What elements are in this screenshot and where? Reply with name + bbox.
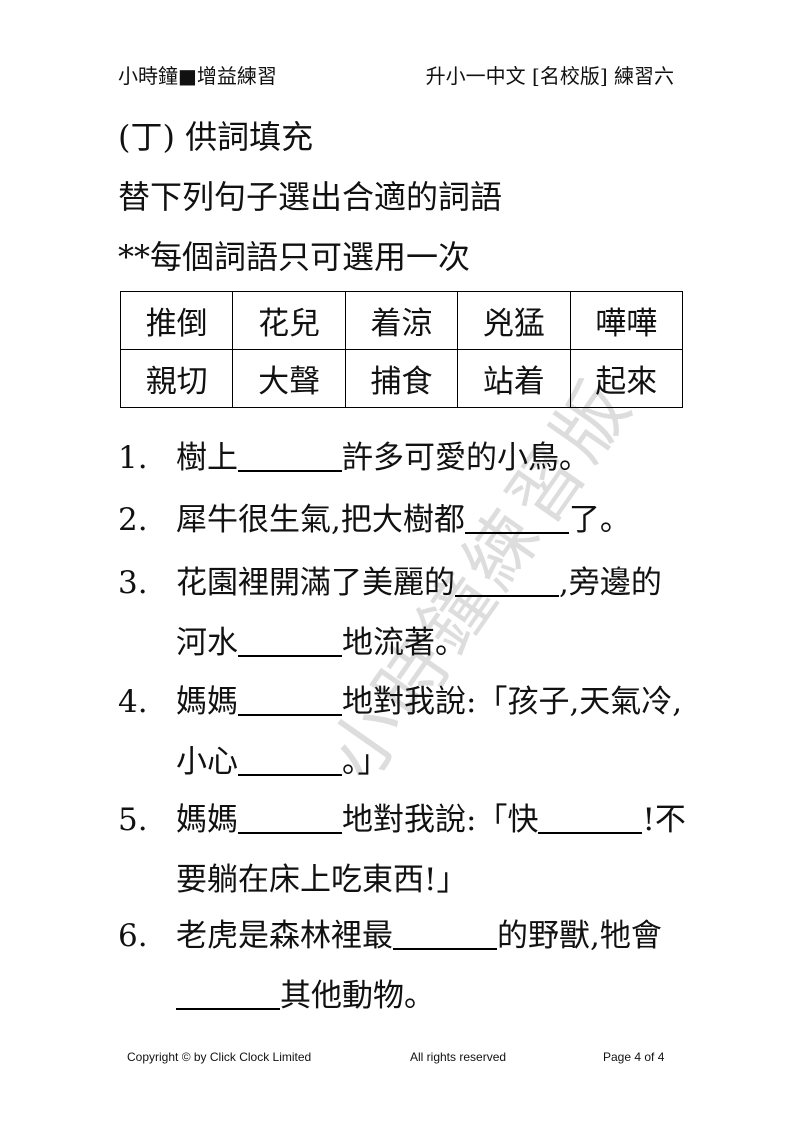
- question-text: 的野獸,牠會: [497, 918, 662, 954]
- question-text: 媽媽: [176, 802, 238, 838]
- question-text: 媽媽: [176, 684, 238, 720]
- question-text: 地對我說:「孩子,天氣冷,小心: [176, 684, 683, 780]
- word-bank-cell: 站着: [457, 349, 571, 408]
- question-text: 老虎是森林裡最: [176, 918, 393, 954]
- question-number: 6.: [118, 918, 148, 954]
- question-number: 4.: [118, 684, 148, 720]
- word-bank-table: 推倒 花兒 着涼 兇猛 嘩嘩 親切 大聲 捕食 站着 起來: [119, 291, 684, 408]
- word-bank-cell: 親切: [119, 349, 234, 408]
- question-6: 6. 老虎是森林裡最 的野獸,牠會其他動物。: [118, 906, 688, 1026]
- question-1: 1. 樹上 許多可愛的小鳥。: [118, 428, 688, 488]
- question-text: 犀牛很生氣,把大樹都: [176, 502, 465, 538]
- question-text: 地流著。: [342, 625, 466, 661]
- question-4: 4. 媽媽地對我說:「孩子,天氣冷,小心。」: [118, 672, 688, 792]
- question-text: 花園裡開滿了美麗的: [176, 565, 455, 601]
- footer-page-number: Page 4 of 4: [603, 1050, 665, 1064]
- answer-blank[interactable]: [455, 561, 559, 597]
- question-text: 許多可愛的小鳥。: [342, 440, 590, 476]
- answer-blank[interactable]: [176, 974, 280, 1010]
- question-2: 2. 犀牛很生氣,把大樹都 了。: [118, 490, 688, 550]
- word-bank-cell: 花兒: [232, 291, 346, 350]
- word-bank-cell: 嘩嘩: [569, 291, 684, 350]
- question-number: 1.: [118, 440, 148, 476]
- question-number: 3.: [118, 565, 148, 601]
- question-text: 地對我說:「快: [342, 802, 539, 838]
- footer-rights: All rights reserved: [410, 1050, 507, 1064]
- header-left: 小時鐘■增益練習: [118, 64, 277, 88]
- footer-copyright: Copyright © by Click Clock Limited: [127, 1050, 312, 1064]
- instruction-2: **每個詞語只可選用一次: [118, 238, 471, 276]
- question-text: 樹上: [176, 440, 238, 476]
- question-text: !不要躺在床上吃東西!」: [176, 802, 686, 898]
- word-bank-cell: 捕食: [344, 349, 459, 408]
- answer-blank[interactable]: [238, 798, 342, 834]
- question-5: 5. 媽媽 地對我說:「快!不要躺在床上吃東西!」: [118, 790, 688, 910]
- answer-blank[interactable]: [238, 740, 342, 776]
- answer-blank[interactable]: [238, 680, 342, 716]
- answer-blank[interactable]: [464, 498, 569, 534]
- word-bank-cell: 兇猛: [457, 291, 571, 350]
- question-text: 其他動物。: [280, 978, 435, 1014]
- answer-blank[interactable]: [538, 798, 643, 834]
- question-text: 。」: [342, 744, 389, 780]
- question-number: 2.: [118, 502, 148, 538]
- word-bank-row: 親切 大聲 捕食 站着 起來: [119, 349, 684, 408]
- question-text: ,旁邊的河水: [176, 565, 662, 661]
- instruction-1: 替下列句子選出合適的詞語: [118, 178, 503, 216]
- word-bank-cell: 着涼: [344, 291, 459, 350]
- question-text: 了。: [568, 502, 631, 538]
- word-bank-row: 推倒 花兒 着涼 兇猛 嘩嘩: [119, 291, 684, 350]
- header-right: 升小一中文 [名校版] 練習六: [425, 64, 674, 88]
- question-3: 3. 花園裡開滿了美麗的,旁邊的河水地流著。: [118, 553, 688, 673]
- answer-blank[interactable]: [238, 436, 342, 472]
- word-bank-cell: 大聲: [232, 349, 346, 408]
- answer-blank[interactable]: [393, 914, 497, 950]
- answer-blank[interactable]: [238, 621, 342, 657]
- question-number: 5.: [118, 802, 148, 838]
- section-title: (丁) 供詞填充: [118, 118, 314, 156]
- word-bank-cell: 起來: [569, 349, 684, 408]
- word-bank-cell: 推倒: [119, 291, 234, 350]
